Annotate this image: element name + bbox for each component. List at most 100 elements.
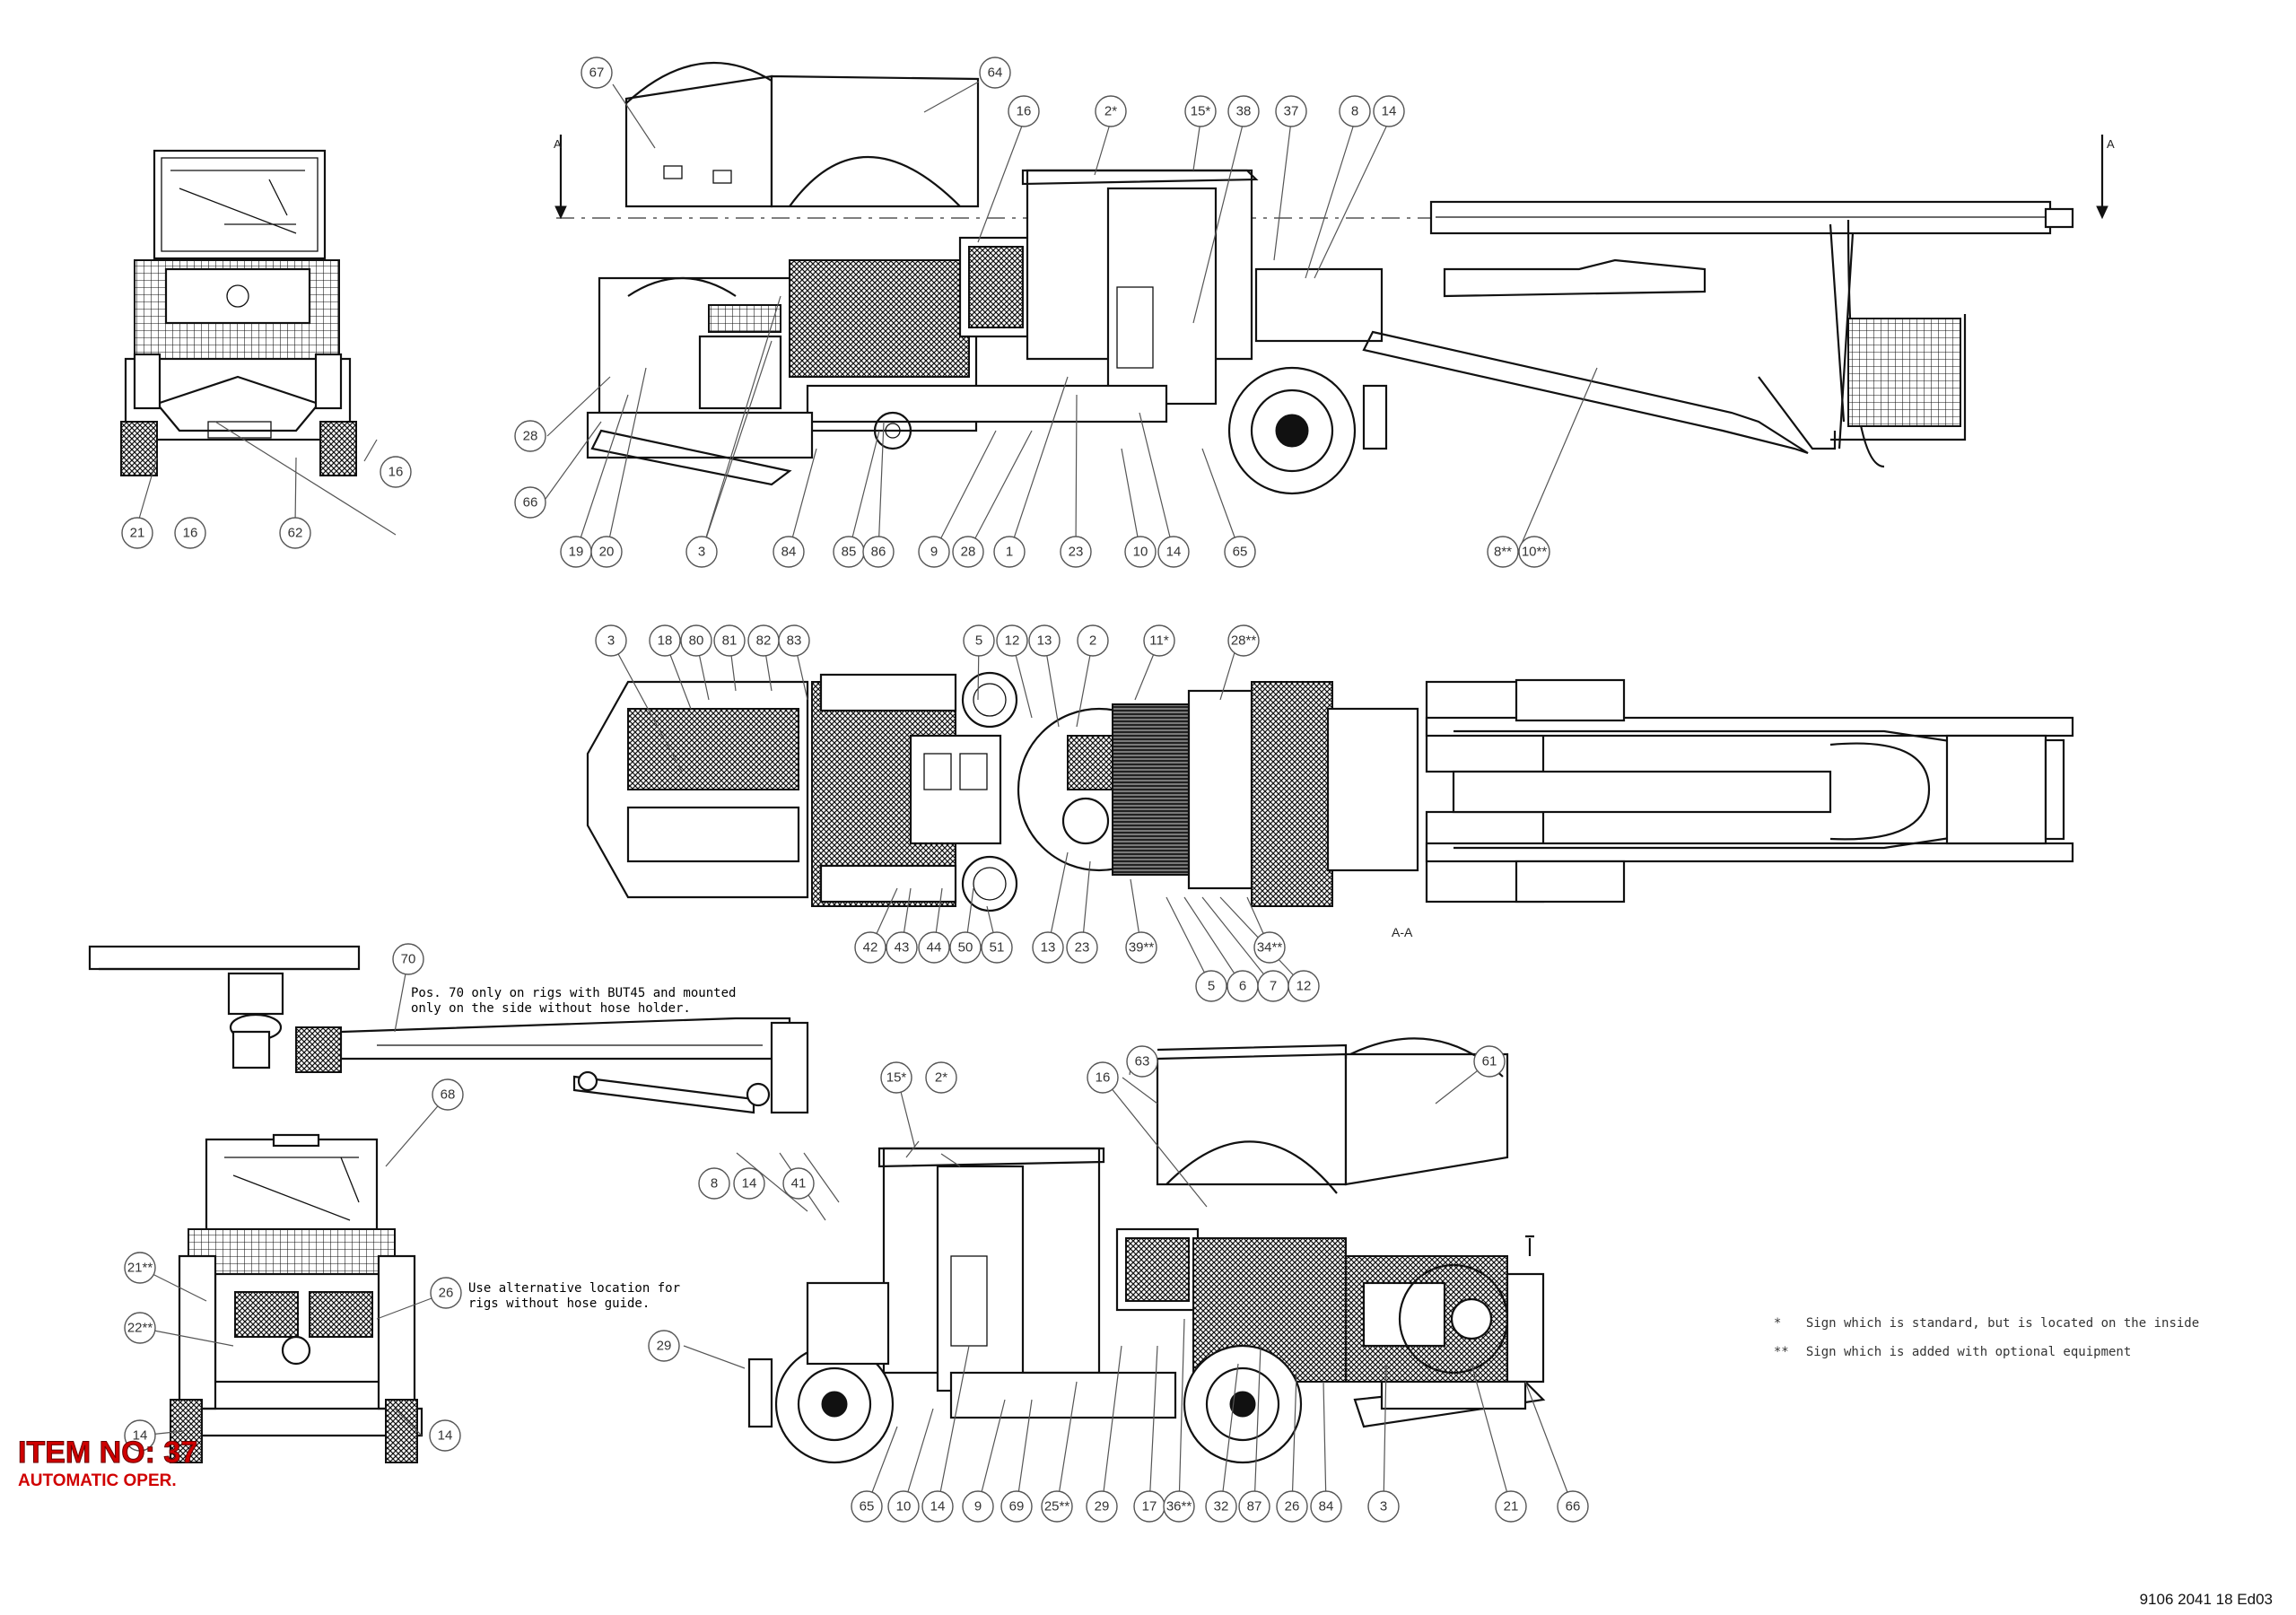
note-alternative-location: Use alternative location for rigs withou… [468, 1281, 681, 1311]
callout-balloon: 50 [949, 931, 982, 964]
callout-label: 85 [842, 545, 857, 560]
callout-circle [1028, 624, 1061, 657]
legend-standard-sign: *Sign which is standard, but is located … [1759, 1302, 2199, 1331]
callout-circle [432, 1078, 464, 1111]
legend-symbol: ** [1773, 1345, 1789, 1359]
callout-balloon: 81 [713, 624, 746, 657]
callout-circle [1227, 624, 1260, 657]
legend-symbol: * [1773, 1316, 1782, 1331]
callout-balloon: 6 [1227, 970, 1259, 1002]
callout-circle [124, 1252, 156, 1284]
callout-label: 69 [1009, 1499, 1025, 1515]
callout-circle [962, 1490, 994, 1523]
callout-balloon: 19 [560, 536, 592, 568]
callout-circle [430, 1277, 462, 1309]
callout-label: 8 [1351, 104, 1358, 119]
callout-balloon: 84 [773, 536, 805, 568]
legend-text: Sign which is added with optional equipm… [1805, 1345, 2132, 1359]
note-pos70: Pos. 70 only on rigs with BUT45 and moun… [411, 986, 737, 1016]
callout-label: 15* [1191, 104, 1211, 119]
callout-label: 29 [1095, 1499, 1110, 1515]
callout-balloon: 87 [1238, 1490, 1270, 1523]
callout-circle [392, 943, 424, 975]
callout-label: 64 [988, 65, 1003, 81]
callout-circle [1227, 95, 1260, 127]
item-number: ITEM NO: 37 [17, 1436, 198, 1471]
callout-circle [514, 486, 546, 519]
callout-circle [581, 57, 613, 89]
callout-balloon: 23 [1066, 931, 1098, 964]
callout-label: 68 [441, 1087, 456, 1103]
callout-balloon: 14 [733, 1167, 765, 1200]
callout-balloon: 21** [124, 1252, 156, 1284]
callout-balloon: 26 [430, 1277, 462, 1309]
callout-balloon: 44 [918, 931, 950, 964]
callout-balloon: 1 [993, 536, 1026, 568]
callout-circle [1557, 1490, 1589, 1523]
callout-balloon: 2 [1077, 624, 1109, 657]
callout-circle [1473, 1045, 1506, 1078]
callout-label: 3 [698, 545, 705, 560]
callout-label: 20 [599, 545, 615, 560]
callout-label: 14 [1166, 545, 1182, 560]
callout-label: 67 [589, 65, 605, 81]
callout-balloon: 85 [833, 536, 865, 568]
callout-balloon: 68 [432, 1078, 464, 1111]
callout-circle [733, 1167, 765, 1200]
callout-balloon: 28** [1227, 624, 1260, 657]
callout-label: 26 [1285, 1499, 1300, 1515]
callout-circle [380, 456, 412, 488]
callout-circle [1195, 970, 1227, 1002]
boom-view [88, 945, 809, 1114]
callout-balloon: 8 [1339, 95, 1371, 127]
callout-circle [698, 1167, 730, 1200]
callout-balloon: 3 [685, 536, 718, 568]
plan-view [586, 671, 2074, 912]
callout-label: 13 [1041, 940, 1056, 956]
callout-balloon: 32 [1205, 1490, 1237, 1523]
callout-circle [979, 57, 1011, 89]
callout-label: 14 [742, 1176, 757, 1192]
callout-circle [1487, 536, 1519, 568]
callout-balloon: 65 [851, 1490, 883, 1523]
leader-lines [136, 81, 1598, 1507]
callout-label: 36** [1166, 1499, 1192, 1515]
callout-circle [1310, 1490, 1342, 1523]
callout-circle [648, 1330, 680, 1362]
callout-circle [773, 536, 805, 568]
callout-balloon: 10 [887, 1490, 920, 1523]
callout-circle [685, 536, 718, 568]
callout-balloon: 9 [918, 536, 950, 568]
callout-label: 80 [689, 633, 704, 649]
callout-label: 38 [1236, 104, 1252, 119]
callout-label: 29 [657, 1339, 672, 1354]
callout-balloon: 3 [1367, 1490, 1400, 1523]
callout-label: 44 [927, 940, 942, 956]
callout-balloon: 16 [1008, 95, 1040, 127]
callout-balloon: 2* [925, 1061, 957, 1094]
callout-circle [1224, 536, 1256, 568]
item-subtitle: AUTOMATIC OPER. [18, 1471, 177, 1490]
callout-label: 23 [1069, 545, 1084, 560]
callout-balloon: 8** [1487, 536, 1519, 568]
callout-circle [1066, 931, 1098, 964]
front-view [120, 149, 357, 476]
callout-label: 41 [791, 1176, 807, 1192]
callout-label: 65 [860, 1499, 875, 1515]
callout-circle [713, 624, 746, 657]
callout-label: 42 [863, 940, 878, 956]
callout-circle [1143, 624, 1175, 657]
section-cut-label-right: A [2107, 137, 2115, 151]
callout-circle [1205, 1490, 1237, 1523]
callout-circle [1518, 536, 1550, 568]
callout-circle [1367, 1490, 1400, 1523]
callout-balloon: 5 [1195, 970, 1227, 1002]
callout-label: 22** [127, 1321, 153, 1336]
callout-balloon: 84 [1310, 1490, 1342, 1523]
callout-circle [595, 624, 627, 657]
callout-label: 63 [1135, 1054, 1150, 1069]
callout-balloon: 64 [979, 57, 1011, 89]
callout-circle [981, 931, 1013, 964]
callout-balloon: 61 [1473, 1045, 1506, 1078]
